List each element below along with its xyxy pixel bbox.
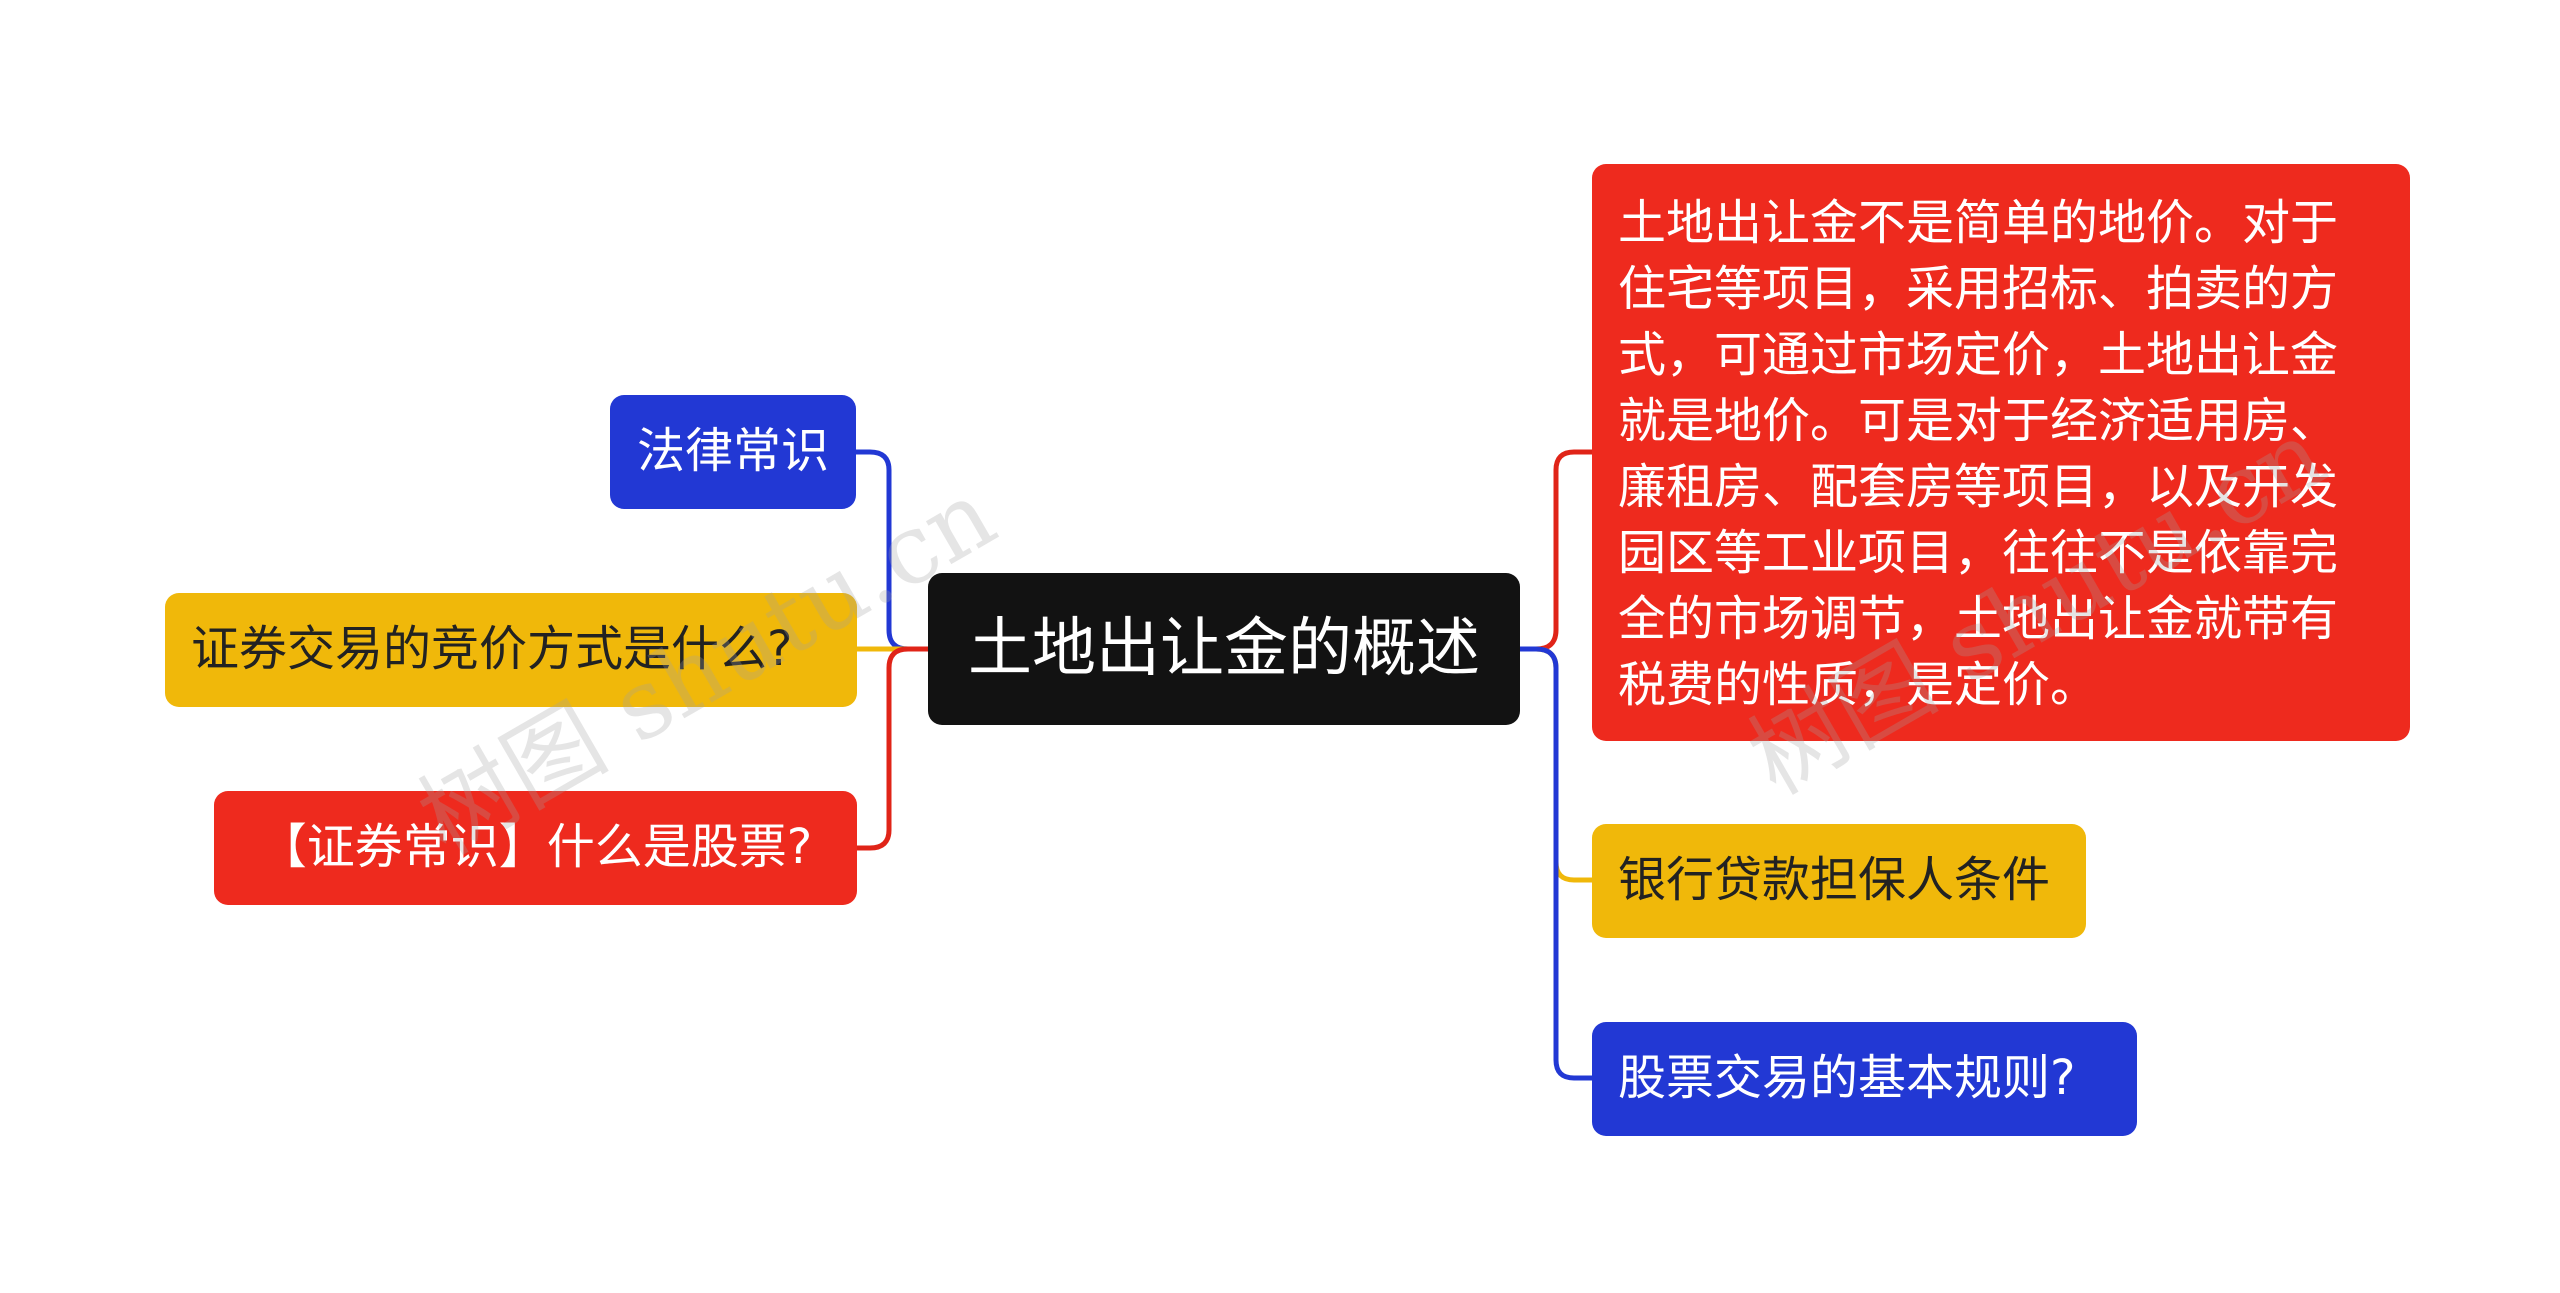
topic-what-is-stock-label: 【证券常识】什么是股票? [258, 819, 813, 876]
topic-land-premium-description-label: 土地出让金不是简单的地价。对于住宅等项目，采用招标、拍卖的方式，可通过市场定价，… [1618, 195, 2339, 713]
center-topic-label: 土地出让金的概述 [968, 611, 1480, 686]
topic-legal-knowledge[interactable]: 法律常识 [610, 395, 856, 509]
topic-securities-bidding[interactable]: 证券交易的竞价方式是什么? [165, 593, 857, 707]
connector-land [1520, 449, 1592, 652]
topic-bank-loan-guarantor-label: 银行贷款担保人条件 [1618, 852, 2051, 909]
topic-legal-knowledge-label: 法律常识 [636, 423, 829, 480]
topic-stock-trading-rules-label: 股票交易的基本规则? [1618, 1050, 2076, 1107]
center-topic[interactable]: 土地出让金的概述 [928, 573, 1520, 725]
topic-securities-bidding-label: 证券交易的竞价方式是什么? [191, 621, 793, 678]
topic-what-is-stock[interactable]: 【证券常识】什么是股票? [214, 791, 857, 905]
topic-stock-trading-rules[interactable]: 股票交易的基本规则? [1592, 1022, 2137, 1136]
topic-bank-loan-guarantor[interactable]: 银行贷款担保人条件 [1592, 824, 2086, 938]
connector-rules [1520, 646, 1592, 1081]
connector-legal [856, 449, 928, 652]
connector-stock [856, 646, 928, 851]
topic-land-premium-description[interactable]: 土地出让金不是简单的地价。对于住宅等项目，采用招标、拍卖的方式，可通过市场定价，… [1592, 164, 2410, 741]
